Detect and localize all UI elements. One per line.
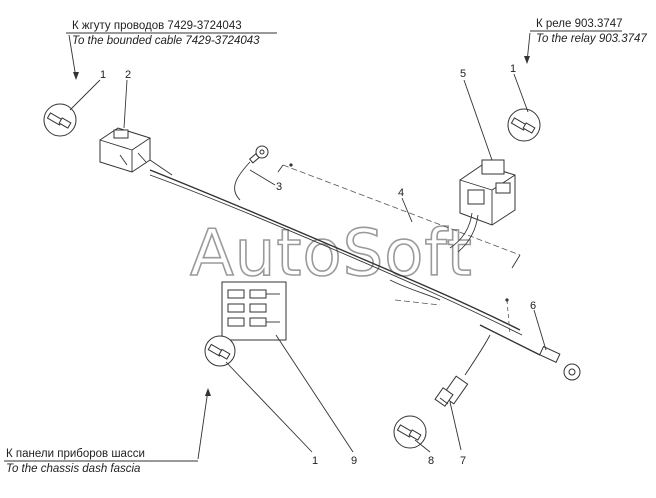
harness-sleeve <box>389 279 441 301</box>
callout-top-right-ru: К реле 903.3747 <box>536 18 623 30</box>
terminal-detail-top-right <box>507 108 541 142</box>
leader-1-bottom <box>225 361 313 453</box>
leader-9 <box>275 334 354 453</box>
leader-1-top-right <box>513 73 529 113</box>
dimension-line-top <box>282 164 521 256</box>
ring-terminal-6 <box>539 345 581 381</box>
leader-8 <box>414 439 431 453</box>
arrow-head-icon <box>205 388 211 396</box>
main-harness-trunk-outline <box>149 174 523 336</box>
dimension-tick <box>277 164 284 173</box>
part-number-6: 6 <box>530 300 536 312</box>
connector-2 <box>99 127 151 173</box>
arrow-head-icon <box>73 72 79 80</box>
main-harness-trunk <box>149 169 521 331</box>
terminal-detail-bottom-left <box>204 335 236 367</box>
leader-2 <box>123 79 128 129</box>
fuse-block-9 <box>221 281 287 341</box>
leader-5 <box>463 79 493 161</box>
ring-terminal-3 <box>234 145 269 201</box>
dimension-line-bottom <box>394 299 441 306</box>
arrow-head-icon <box>524 56 530 64</box>
dimension-tick <box>511 254 521 269</box>
relay-lead <box>449 212 473 249</box>
part-number-2: 2 <box>125 69 131 81</box>
callout-top-left-arrow <box>68 34 77 79</box>
relay-lead-2 <box>457 214 479 253</box>
part-number-1-bottom: 1 <box>312 455 318 467</box>
dimension-line-vertical <box>506 299 511 336</box>
branch-to-7 <box>464 334 491 376</box>
part-number-9: 9 <box>351 455 357 467</box>
part-number-3: 3 <box>276 181 282 193</box>
leader-6 <box>533 309 547 351</box>
connector-2-lead <box>149 159 173 176</box>
leader-7 <box>449 401 462 451</box>
part-number-8: 8 <box>428 455 434 467</box>
part-number-5: 5 <box>460 68 466 80</box>
connector-7 <box>434 375 469 407</box>
callout-bottom-left-en: To the chassis dash fascia <box>6 463 140 475</box>
dimension-dot <box>289 163 293 167</box>
relay-connector-5 <box>459 159 516 226</box>
callout-top-left-ru: К жгуту проводов 7429-3724043 <box>72 20 242 32</box>
watermark: AutoSoft <box>190 217 473 291</box>
part-number-4: 4 <box>398 187 404 199</box>
part-number-1-top-left: 1 <box>100 69 106 81</box>
leader-3 <box>249 169 276 186</box>
terminal-detail-8 <box>393 415 427 449</box>
branch-to-6 <box>479 324 541 356</box>
terminal-detail-top-left <box>43 103 77 137</box>
leader-1-top-left <box>69 79 101 111</box>
part-number-1-top-right: 1 <box>510 63 516 75</box>
leader-4 <box>401 197 413 223</box>
callout-top-left-en: To the bounded cable 7429-3724043 <box>72 35 260 47</box>
part-number-7: 7 <box>460 455 466 467</box>
callout-bottom-left-ru: К панели приборов шасси <box>6 448 145 460</box>
callout-top-right-en: To the relay 903.3747 <box>536 33 647 45</box>
callout-bottom-left-arrow <box>197 389 209 460</box>
